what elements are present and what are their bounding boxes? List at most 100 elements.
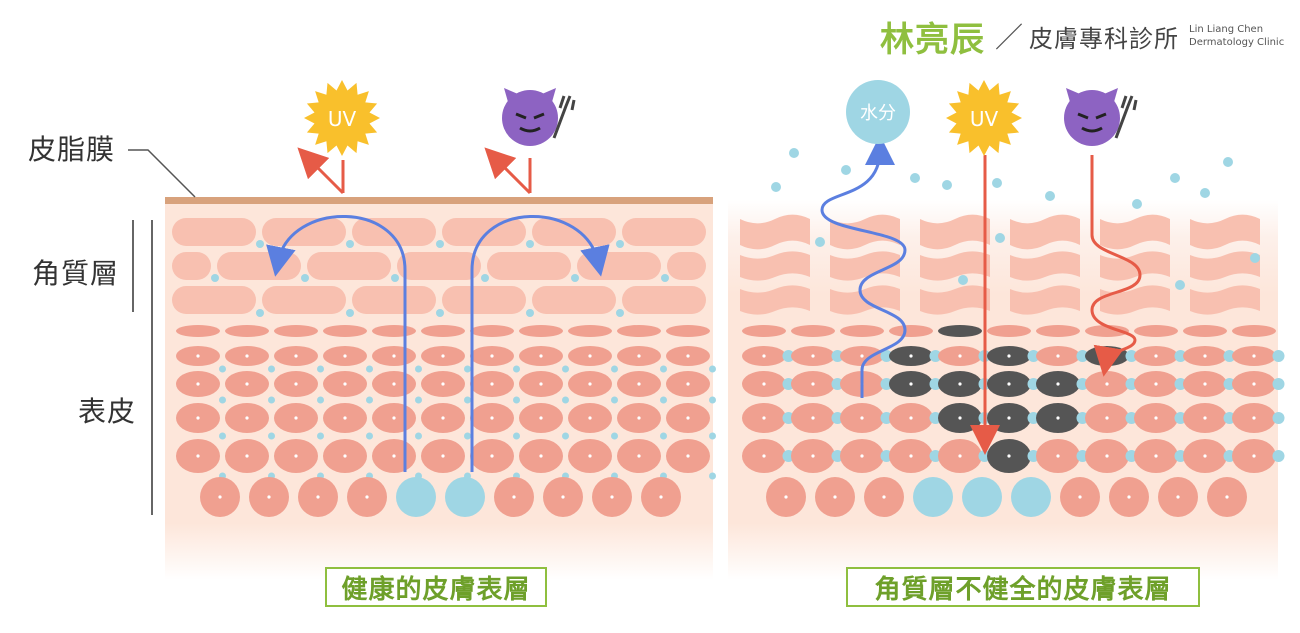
sebum-film-label: 皮脂膜 [28, 133, 116, 166]
cell-nucleus [1078, 495, 1082, 499]
cell-nucleus [686, 454, 690, 458]
broken-corneum-cell [740, 285, 810, 315]
cell-nucleus [1154, 416, 1158, 420]
broken-corneum-cell [1010, 285, 1080, 315]
water-dot [571, 274, 579, 282]
water-dot [346, 309, 354, 317]
water-dot [211, 274, 219, 282]
cell-nucleus [392, 454, 396, 458]
escaping-water-dots [771, 148, 1260, 290]
water-cell [1011, 477, 1051, 517]
water-dot [562, 365, 569, 373]
water-dot [219, 396, 226, 404]
water-dot [880, 350, 893, 362]
cell-nucleus [1056, 354, 1060, 358]
water-dot [1045, 191, 1055, 201]
water-dot [611, 396, 618, 404]
cell-nucleus [1203, 416, 1207, 420]
corneum-cell [622, 286, 706, 314]
cell-nucleus [686, 416, 690, 420]
uv-label: UV [328, 107, 357, 131]
water-dot [995, 233, 1005, 243]
clinic-name: 皮膚專科診所 [1029, 24, 1180, 53]
water-dot [1132, 199, 1142, 209]
water-dot [660, 432, 667, 440]
cell-nucleus [811, 454, 815, 458]
cell-nucleus [1225, 495, 1229, 499]
epidermis-cell [372, 325, 416, 337]
epidermis-cell [1183, 325, 1227, 337]
water-dot [415, 396, 422, 404]
epidermis-cell [889, 325, 933, 337]
brand-name: 林亮辰 [880, 19, 985, 60]
cell-nucleus [343, 382, 347, 386]
cell-nucleus [860, 354, 864, 358]
water-dot [562, 432, 569, 440]
cell-nucleus [1203, 382, 1207, 386]
water-dot [1174, 350, 1187, 362]
water-dot [1223, 378, 1236, 390]
cell-nucleus [1252, 354, 1256, 358]
water-dot [219, 365, 226, 373]
cell-nucleus [561, 495, 565, 499]
cell-nucleus [294, 382, 298, 386]
devil-icon [502, 88, 576, 146]
brand-english-line2: Dermatology Clinic [1189, 37, 1285, 48]
water-dot [317, 365, 324, 373]
cell-nucleus [1007, 454, 1011, 458]
broken-corneum-cell [740, 251, 810, 281]
water-dot [880, 378, 893, 390]
stratum-corneum-label: 角質層 [32, 257, 120, 290]
corneum-cell [532, 286, 616, 314]
epidermis-cell [617, 325, 661, 337]
water-retention-arrow [266, 215, 407, 472]
cell-nucleus [1127, 495, 1131, 499]
devil-icon [1064, 88, 1138, 146]
water-dot [1272, 412, 1285, 424]
water-loss-arrow [820, 135, 907, 398]
cell-nucleus [909, 416, 913, 420]
cell-nucleus [1203, 354, 1207, 358]
water-dot [992, 178, 1002, 188]
water-dot [268, 396, 275, 404]
cell-nucleus [196, 454, 200, 458]
water-dot [391, 274, 399, 282]
cell-nucleus [637, 382, 641, 386]
broken-corneum-cell [920, 214, 990, 250]
corneum-cell [172, 218, 256, 246]
cell-nucleus [811, 382, 815, 386]
corneum-cell [442, 286, 526, 314]
cell-nucleus [539, 416, 543, 420]
cell-nucleus [1056, 454, 1060, 458]
epidermis-cell [987, 325, 1031, 337]
water-dot [1272, 350, 1285, 362]
water-dot [268, 365, 275, 373]
cell-nucleus [958, 354, 962, 358]
cell-nucleus [762, 416, 766, 420]
water-dot [513, 432, 520, 440]
cell-nucleus [1007, 382, 1011, 386]
uv-sun-icon: UV [304, 80, 380, 156]
corneum-cell [352, 286, 436, 314]
water-dot [709, 396, 716, 404]
cell-nucleus [441, 382, 445, 386]
corneum-cell [352, 218, 436, 246]
water-dot [709, 472, 716, 480]
water-dot [268, 432, 275, 440]
cell-nucleus [909, 382, 913, 386]
cell-nucleus [610, 495, 614, 499]
water-dot [611, 432, 618, 440]
cell-nucleus [343, 354, 347, 358]
cell-nucleus [1176, 495, 1180, 499]
healthy-caption: 健康的皮膚表層 [325, 567, 547, 607]
water-dot [1027, 378, 1040, 390]
epidermis-cell [791, 325, 835, 337]
epidermis-cell [1232, 325, 1276, 337]
water-dot [1223, 157, 1233, 167]
water-dot [415, 432, 422, 440]
sebum-film [165, 197, 713, 204]
water-icon: 水分 [846, 80, 910, 144]
cell-nucleus [490, 454, 494, 458]
cell-nucleus [958, 416, 962, 420]
water-cell [962, 477, 1002, 517]
